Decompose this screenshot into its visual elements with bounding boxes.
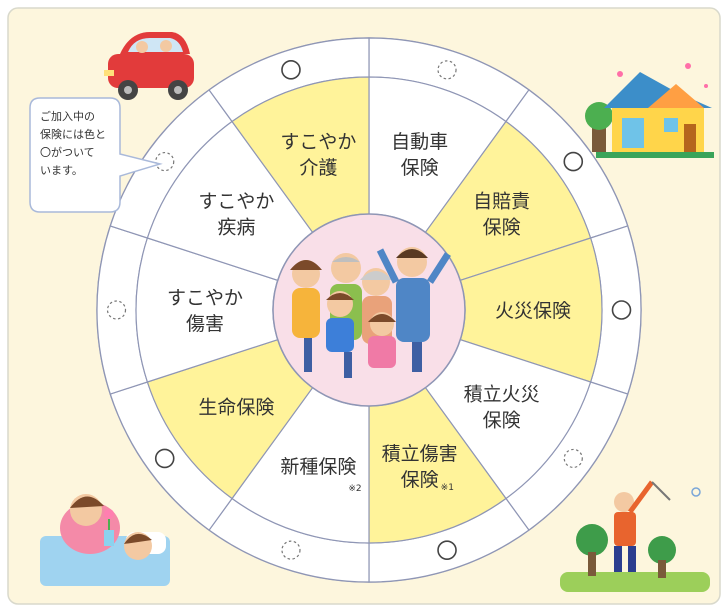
golfer-illustration — [560, 480, 710, 592]
segment-label-line: 生命保険 — [198, 396, 274, 418]
not-enrolled-marker-icon — [106, 300, 127, 320]
callout-line-4: います。 — [40, 164, 83, 177]
segment-label-line: 保険 — [483, 217, 521, 239]
not-enrolled-marker-icon — [281, 540, 301, 560]
not-enrolled-marker-icon — [563, 448, 583, 469]
callout-line-1: ご加入中の — [40, 109, 95, 123]
callout-line-3: 〇がついて — [40, 145, 95, 159]
car-illustration — [104, 32, 194, 100]
segment-label-line: 保険 — [401, 469, 439, 491]
segment-label-line: 保険 — [401, 157, 439, 179]
enrolled-marker-icon — [154, 448, 175, 469]
footnote-mark: ※2 — [348, 484, 361, 494]
enrolled-marker-icon — [611, 300, 632, 320]
enrolled-marker-icon — [563, 151, 584, 172]
segment-label-line: 火災保険 — [495, 300, 571, 322]
segment-label-line: 保険 — [483, 409, 521, 431]
segment-label-line: 傷害 — [186, 313, 224, 335]
callout-line-2: 保険には色と — [40, 127, 106, 141]
footnote-mark: ※1 — [441, 483, 454, 493]
family-illustration — [272, 213, 466, 407]
segment-label-line: すこやか — [198, 191, 274, 213]
family-figures — [290, 247, 451, 378]
segment-label-line: 積立傷害 — [382, 443, 458, 465]
house-illustration — [585, 63, 714, 158]
segment-label-line: 自動車 — [391, 131, 448, 153]
enrolled-marker-icon — [281, 60, 301, 80]
segment-kasai[interactable]: 火災保険 — [459, 225, 642, 395]
segment-seimei[interactable]: 生命保険 — [109, 338, 314, 531]
segment-label-line: 自賠責 — [473, 191, 530, 213]
segment-label-line: 積立火災 — [464, 383, 540, 405]
not-enrolled-marker-icon — [437, 60, 457, 80]
segment-label-line: すこやか — [280, 131, 356, 153]
segment-label-line: 介護 — [299, 157, 337, 179]
segment-label-line: 新種保険 — [280, 456, 356, 478]
segment-label-line: すこやか — [167, 287, 243, 309]
not-enrolled-marker-icon — [155, 151, 175, 172]
segment-label-line: 疾病 — [217, 217, 255, 239]
legend-callout: ご加入中の 保険には色と 〇がついて います。 — [29, 97, 163, 213]
bed-illustration — [40, 494, 170, 586]
enrolled-marker-icon — [437, 540, 457, 560]
